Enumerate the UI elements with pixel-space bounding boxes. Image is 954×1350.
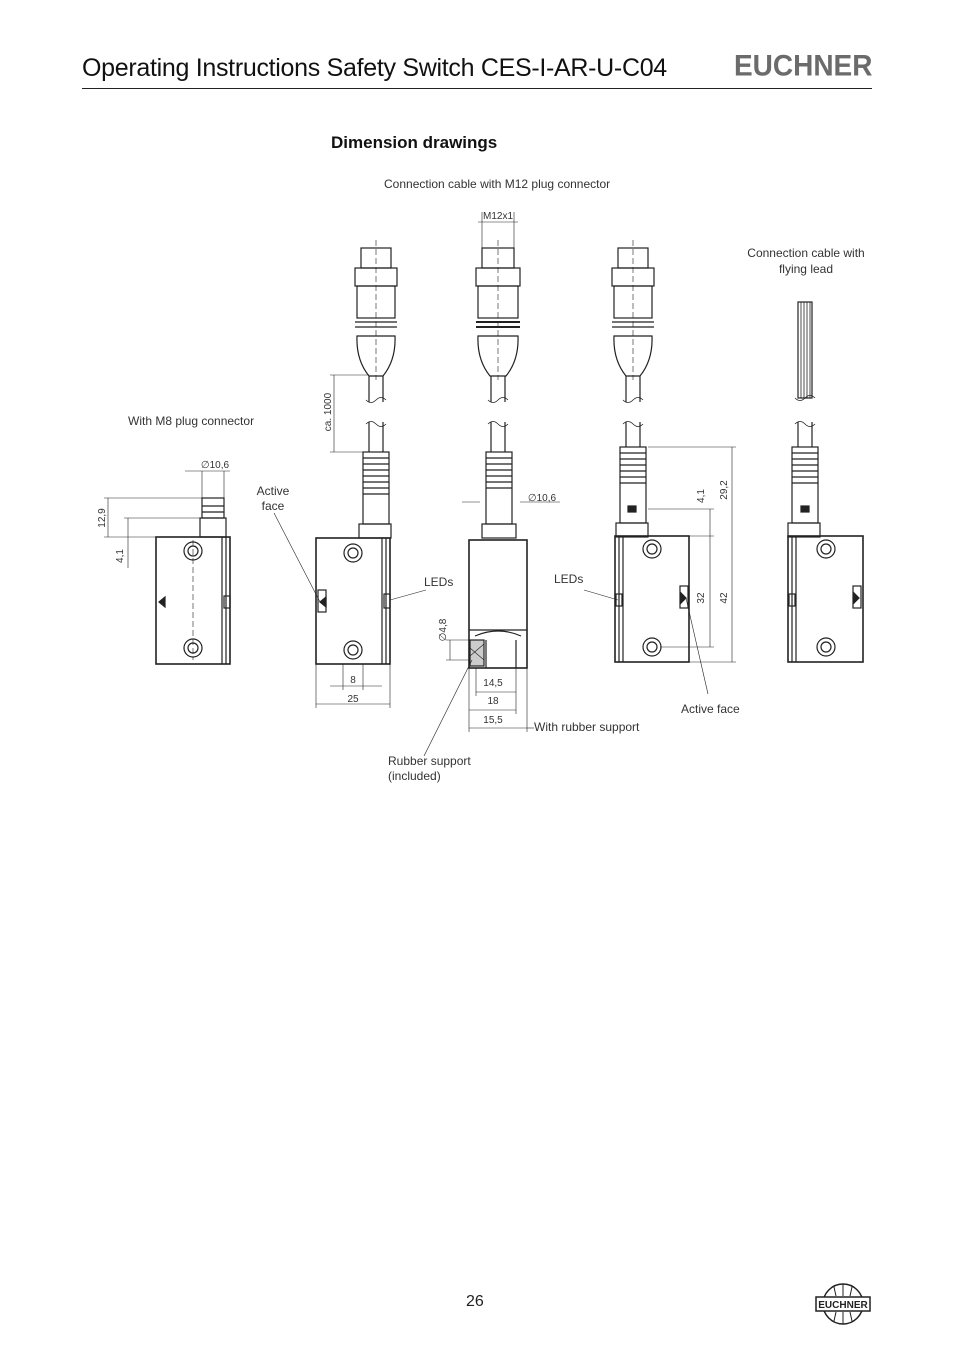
caption-flying-lead-1: Connection cable with (747, 246, 864, 260)
label-active-face-right: Active face (681, 702, 740, 716)
dim-42: 42 (719, 592, 730, 604)
view-m12-front (273, 240, 427, 708)
dim-25: 25 (347, 694, 359, 705)
dim-dia-4-8: ∅4,8 (438, 618, 449, 641)
label-leds-left: LEDs (424, 575, 453, 589)
label-rubber-support-1: Rubber support (388, 754, 471, 768)
dim-18: 18 (487, 696, 499, 707)
view-m12-rear (583, 240, 736, 695)
dim-dia-10-6-m12: ∅10,6 (528, 493, 557, 504)
dim-32: 32 (696, 592, 707, 604)
dim-8: 8 (350, 675, 356, 686)
dim-dia-10-6-m8: ∅10,6 (201, 460, 230, 471)
euchner-logo: EUCHNER (734, 49, 873, 82)
view-m8-connector (104, 470, 231, 665)
view-flying-lead (787, 301, 864, 663)
svg-text:EUCHNER: EUCHNER (818, 1300, 868, 1311)
dim-14-5: 14,5 (483, 678, 503, 689)
label-active-face-1: Active (257, 484, 290, 498)
page-number: 26 (466, 1293, 484, 1310)
label-active-face-2: face (262, 499, 285, 513)
dim-4-1-right: 4,1 (696, 489, 707, 503)
label-leds-right: LEDs (554, 572, 583, 586)
dim-4-1-left: 4,1 (115, 549, 126, 563)
caption-m8: With M8 plug connector (128, 414, 254, 428)
caption-flying-lead-2: flying lead (779, 262, 833, 276)
dim-29-2: 29,2 (719, 480, 730, 500)
euchner-seal-logo: EUCHNER (815, 1283, 871, 1325)
header-divider (82, 88, 872, 89)
label-rubber-support-2: (included) (388, 769, 441, 783)
document-title: Operating Instructions Safety Switch CES… (82, 54, 667, 82)
caption-m12: Connection cable with M12 plug connector (384, 177, 610, 191)
dim-ca-1000: ca. 1000 (323, 392, 334, 431)
dim-m12x1: M12x1 (483, 211, 513, 222)
dim-12-9: 12,9 (97, 508, 108, 528)
dim-15-5: 15,5 (483, 715, 503, 726)
label-with-rubber-support: With rubber support (534, 720, 640, 734)
section-title: Dimension drawings (331, 133, 498, 152)
dimension-drawings: Connection cable with M12 plug connector… (97, 177, 865, 783)
view-m12-side (423, 212, 560, 757)
